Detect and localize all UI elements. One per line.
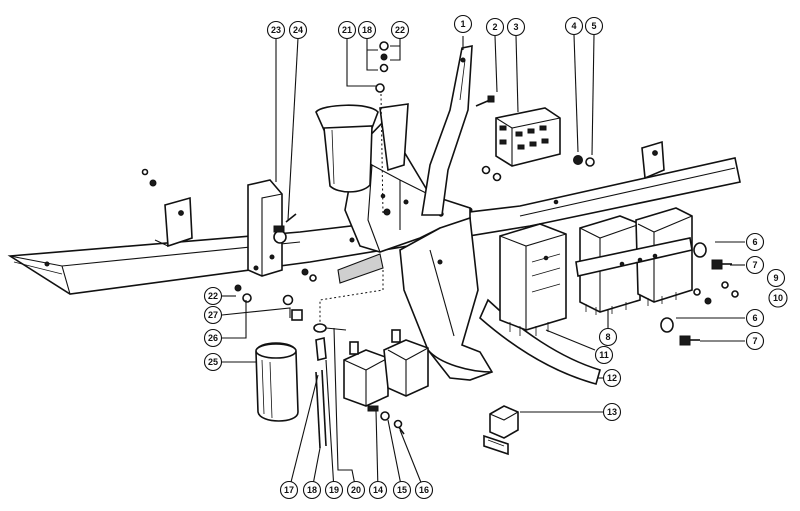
callout-25: 25 bbox=[203, 352, 223, 372]
callout-7-upper: 7 bbox=[745, 255, 765, 275]
svg-text:24: 24 bbox=[293, 25, 303, 35]
svg-text:20: 20 bbox=[351, 485, 361, 495]
svg-text:6: 6 bbox=[752, 313, 757, 323]
svg-text:19: 19 bbox=[329, 485, 339, 495]
callout-5: 5 bbox=[584, 16, 604, 36]
svg-text:7: 7 bbox=[752, 260, 757, 270]
svg-text:22: 22 bbox=[395, 25, 405, 35]
callout-14: 14 bbox=[368, 480, 388, 500]
callout-12: 12 bbox=[602, 368, 622, 388]
long-bolt bbox=[313, 323, 327, 449]
svg-text:22: 22 bbox=[208, 291, 218, 301]
callout-18-bottom: 18 bbox=[302, 480, 322, 500]
hardware-26-27 bbox=[141, 168, 317, 321]
svg-text:7: 7 bbox=[752, 336, 757, 346]
callout-2: 2 bbox=[485, 17, 505, 37]
callout-9: 9 bbox=[766, 268, 786, 288]
screw bbox=[475, 95, 495, 107]
svg-text:23: 23 bbox=[271, 25, 281, 35]
svg-text:13: 13 bbox=[607, 407, 617, 417]
svg-text:9: 9 bbox=[773, 273, 778, 283]
vertical-bracket bbox=[247, 179, 283, 277]
filter-canister bbox=[255, 342, 299, 422]
svg-text:25: 25 bbox=[208, 357, 218, 367]
small-hardware-9-10 bbox=[693, 281, 739, 305]
callout-27: 27 bbox=[203, 305, 223, 325]
svg-text:27: 27 bbox=[208, 310, 218, 320]
relay-pair bbox=[343, 329, 429, 412]
svg-text:6: 6 bbox=[752, 237, 757, 247]
callout-19: 19 bbox=[324, 480, 344, 500]
svg-text:2: 2 bbox=[492, 22, 497, 32]
callout-13: 13 bbox=[602, 402, 622, 422]
callout-6-lower: 6 bbox=[745, 308, 765, 328]
svg-text:4: 4 bbox=[571, 21, 576, 31]
svg-text:1: 1 bbox=[460, 19, 465, 29]
svg-text:8: 8 bbox=[605, 332, 610, 342]
union-fitting bbox=[483, 405, 519, 456]
washer-bolt-upper bbox=[693, 242, 732, 270]
svg-text:5: 5 bbox=[591, 21, 596, 31]
terminal-block bbox=[495, 107, 561, 167]
nut-washer bbox=[481, 155, 595, 182]
callout-20: 20 bbox=[346, 480, 366, 500]
svg-text:17: 17 bbox=[284, 485, 294, 495]
pedal-arm bbox=[399, 216, 494, 381]
svg-text:10: 10 bbox=[773, 293, 783, 303]
svg-text:15: 15 bbox=[397, 485, 407, 495]
relay-units-large bbox=[575, 207, 693, 315]
callout-8: 8 bbox=[598, 327, 618, 347]
callout-3: 3 bbox=[506, 17, 526, 37]
rail-tab-left bbox=[154, 196, 193, 248]
callout-4: 4 bbox=[564, 16, 584, 36]
svg-text:18: 18 bbox=[362, 25, 372, 35]
callout-21: 21 bbox=[337, 20, 357, 40]
fluid-reservoir bbox=[315, 104, 379, 193]
svg-text:21: 21 bbox=[342, 25, 352, 35]
lever-arm bbox=[421, 45, 473, 216]
fastener-stack bbox=[375, 41, 389, 216]
callout-24: 24 bbox=[288, 20, 308, 40]
svg-text:14: 14 bbox=[373, 485, 383, 495]
mounting-plate bbox=[379, 103, 409, 172]
svg-text:12: 12 bbox=[607, 373, 617, 383]
svg-text:16: 16 bbox=[419, 485, 429, 495]
callout-7-lower: 7 bbox=[745, 331, 765, 351]
svg-text:26: 26 bbox=[208, 333, 218, 343]
callout-22-top: 22 bbox=[390, 20, 410, 40]
washer-bolt-lower bbox=[660, 317, 700, 346]
callout-23: 23 bbox=[266, 20, 286, 40]
svg-text:3: 3 bbox=[513, 22, 518, 32]
callout-1: 1 bbox=[453, 14, 473, 34]
callout-10: 10 bbox=[768, 288, 788, 308]
relay-unit-small bbox=[499, 223, 567, 336]
callout-15: 15 bbox=[392, 480, 412, 500]
callout-6-upper: 6 bbox=[745, 232, 765, 252]
callout-26: 26 bbox=[203, 328, 223, 348]
callout-16: 16 bbox=[414, 480, 434, 500]
callout-17: 17 bbox=[279, 480, 299, 500]
screw-washer-15-16 bbox=[380, 411, 405, 435]
callout-11: 11 bbox=[594, 345, 614, 365]
svg-text:11: 11 bbox=[599, 350, 609, 360]
ball-joint bbox=[273, 213, 297, 244]
rail-tab-right bbox=[641, 140, 665, 180]
callout-22-left: 22 bbox=[203, 286, 223, 306]
callout-18-top: 18 bbox=[357, 20, 377, 40]
svg-text:18: 18 bbox=[307, 485, 317, 495]
